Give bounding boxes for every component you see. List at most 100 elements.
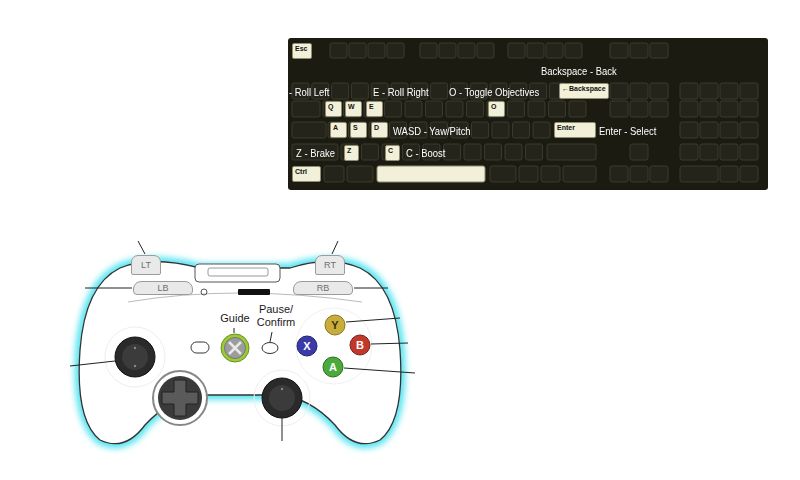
- key-label: A: [333, 124, 344, 132]
- keyboard-key: [740, 101, 758, 117]
- keyboard-key: [740, 144, 758, 160]
- face-button: Y: [324, 314, 346, 336]
- stick-dot: [134, 347, 136, 349]
- keyboard-key: [492, 122, 509, 138]
- keyboard-key: [680, 144, 698, 160]
- left-stick: [115, 337, 155, 377]
- label-text: Backspace - Back: [541, 65, 617, 77]
- key-label: W: [348, 103, 359, 111]
- keyboard-key: [477, 43, 494, 58]
- keyboard-key: [487, 101, 504, 117]
- button-circle: [350, 335, 370, 355]
- sync-button: [201, 289, 207, 295]
- label-text: - Roll Left: [289, 86, 329, 98]
- key-cap: O: [488, 101, 505, 117]
- button-label: X: [303, 340, 310, 352]
- keyboard-key: [630, 144, 648, 160]
- label-text: C - Boost: [406, 147, 445, 159]
- key-label: S: [353, 124, 364, 132]
- key-label: Q: [328, 103, 339, 111]
- label-text: E - Roll Right: [373, 86, 429, 98]
- keyboard-key: [549, 101, 566, 117]
- key-cap: ←Backspace: [559, 83, 609, 99]
- leader-line: [234, 328, 235, 333]
- keyboard-key: [431, 83, 448, 99]
- key-cap: Enter: [554, 122, 596, 138]
- label-text: Guide: [220, 312, 249, 324]
- port-outline: [208, 268, 268, 276]
- keyboard-key: [610, 83, 628, 99]
- button-label: Guide: [217, 312, 253, 325]
- keyboard-key: [426, 101, 443, 117]
- button-label: A: [329, 361, 337, 373]
- keyboard-key: [490, 166, 516, 182]
- stick-well: [105, 327, 165, 387]
- keyboard-key: [630, 166, 648, 182]
- button-label: RB: [317, 283, 330, 293]
- leader-line: [270, 332, 272, 342]
- control-annotation: C - Boost: [406, 147, 445, 160]
- key-label: Esc: [295, 45, 309, 53]
- keyboard-key: [533, 122, 550, 138]
- control-annotation: O - Toggle Objectives: [449, 86, 539, 99]
- leader-lines: [70, 241, 415, 441]
- keyboard-key: [680, 122, 698, 138]
- keyboard-key: [444, 144, 461, 160]
- keyboard-key: [485, 144, 502, 160]
- face-button: A: [322, 356, 344, 378]
- keyboard-key: [513, 122, 530, 138]
- face-well: [296, 308, 372, 384]
- stick-dot: [134, 365, 136, 367]
- trigger-button: RT: [315, 255, 345, 275]
- keyboard-key: [610, 101, 628, 117]
- button-circle: [297, 336, 317, 356]
- keyboard-key: [292, 144, 338, 160]
- keyboard-key: [472, 122, 489, 138]
- keyboard-key: [700, 144, 718, 160]
- keyboard-key: [519, 166, 538, 182]
- key-label: E: [369, 103, 380, 111]
- leader-line: [85, 288, 132, 289]
- label-text: Enter - Select: [599, 125, 656, 137]
- face-button: B: [349, 334, 371, 356]
- keyboard-key: [349, 43, 366, 58]
- keyboard-key: [680, 101, 698, 117]
- keyboard-key: [650, 83, 668, 99]
- key-label: D: [374, 124, 385, 132]
- keyboard-key: [368, 43, 385, 58]
- guide-ring: [221, 334, 249, 362]
- keyboard-key: [347, 166, 373, 182]
- button-label: LT: [141, 260, 151, 270]
- keyboard-key: [546, 43, 563, 58]
- top-bump: [195, 264, 280, 282]
- keyboard-key: [351, 83, 368, 99]
- key-label: C: [388, 147, 397, 155]
- start-button: [262, 343, 278, 354]
- label-text: Z - Brake: [296, 147, 335, 159]
- keyboard-key: [563, 166, 596, 182]
- bumper-button: RB: [293, 281, 353, 295]
- keyboard-key: [385, 101, 402, 117]
- keyboard-key: [362, 144, 379, 160]
- key-label: Enter: [557, 124, 593, 132]
- keyboard-key: [292, 122, 326, 138]
- leader-line: [70, 361, 115, 366]
- keyboard-key: [527, 43, 544, 58]
- keyboard-key: [420, 43, 437, 58]
- keyboard-key: [508, 101, 525, 117]
- control-annotation: Enter - Select: [599, 125, 656, 138]
- keyboard-key: [569, 101, 586, 117]
- keyboard-key: [610, 43, 628, 58]
- left-stick-top: [122, 344, 148, 370]
- key-cap: Z: [344, 145, 359, 161]
- guide-logo: [229, 342, 241, 354]
- keyboard-key: [458, 43, 475, 58]
- keyboard-key: [680, 83, 698, 99]
- keyboard-key: [387, 43, 404, 58]
- keyboard-key: [650, 43, 668, 58]
- button-circle: [325, 315, 345, 335]
- button-label: Pause/ Confirm: [252, 303, 300, 329]
- keyboard-key: [630, 101, 648, 117]
